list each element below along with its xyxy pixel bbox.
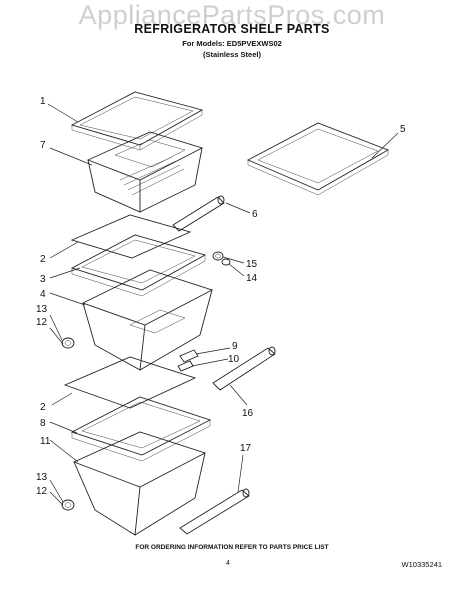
callout-13b: 13 bbox=[36, 472, 48, 483]
part-glass-panel-2b bbox=[63, 356, 197, 409]
callout-9: 9 bbox=[232, 341, 238, 352]
callout-2a: 2 bbox=[40, 254, 46, 265]
part-knob-13a bbox=[61, 337, 75, 349]
callout-17: 17 bbox=[240, 443, 252, 454]
callout-8: 8 bbox=[40, 418, 46, 429]
callout-4: 4 bbox=[40, 289, 46, 300]
part-shelf-frame-8 bbox=[70, 396, 212, 462]
ordering-note: FOR ORDERING INFORMATION REFER TO PARTS … bbox=[135, 544, 329, 551]
part-rod-16 bbox=[212, 346, 276, 391]
part-shelf-frame-3 bbox=[70, 234, 207, 297]
part-glass-panel-2a bbox=[70, 214, 192, 259]
part-rod-17 bbox=[179, 488, 250, 535]
callout-10: 10 bbox=[228, 354, 240, 365]
part-shelf-frame-1 bbox=[70, 91, 204, 151]
part-clip-15 bbox=[212, 251, 224, 261]
callout-16: 16 bbox=[242, 408, 254, 419]
finish-line: (Stainless Steel) bbox=[203, 50, 261, 59]
part-rod-6 bbox=[172, 195, 225, 232]
part-knob-13b bbox=[61, 499, 75, 511]
leader-lines bbox=[47, 103, 399, 506]
callout-5: 5 bbox=[400, 124, 406, 135]
part-crisper-drawer-7 bbox=[86, 131, 204, 213]
models-line: For Models: ED5PVEXWS02 bbox=[182, 39, 282, 48]
page-title: REFRIGERATOR SHELF PARTS bbox=[134, 22, 330, 36]
callout-6: 6 bbox=[252, 209, 258, 220]
callout-11: 11 bbox=[40, 436, 51, 447]
part-bracket-10 bbox=[177, 360, 194, 372]
part-bracket-9 bbox=[179, 349, 199, 363]
callout-7: 7 bbox=[40, 140, 46, 151]
page-number: 4 bbox=[226, 560, 230, 567]
callout-12a: 12 bbox=[36, 317, 48, 328]
callout-3: 3 bbox=[40, 274, 46, 285]
callout-12b: 12 bbox=[36, 486, 48, 497]
callout-1: 1 bbox=[40, 96, 46, 107]
document-number: W10335241 bbox=[401, 560, 442, 569]
part-pan-drawer-4 bbox=[81, 269, 214, 371]
callout-15: 15 bbox=[246, 259, 258, 270]
callout-13a: 13 bbox=[36, 304, 48, 315]
part-glass-shelf-5 bbox=[246, 122, 390, 196]
part-clip-14 bbox=[221, 258, 231, 266]
callout-14: 14 bbox=[246, 273, 258, 284]
callout-2b: 2 bbox=[40, 402, 46, 413]
part-drawer-11 bbox=[72, 431, 207, 536]
watermark-text: AppliancePartsPros.com bbox=[78, 0, 386, 30]
